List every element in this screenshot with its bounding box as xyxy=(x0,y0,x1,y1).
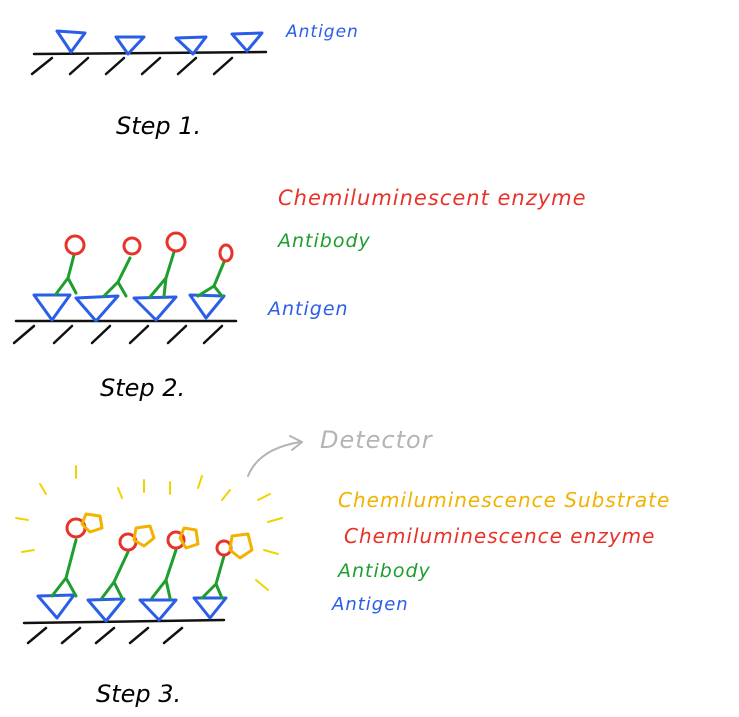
antigen xyxy=(132,295,178,322)
antigen xyxy=(138,598,178,622)
step3-substrate-label: Chemiluminescence Substrate xyxy=(338,488,671,512)
antigen xyxy=(174,35,208,56)
step2-label: Step 2. xyxy=(100,374,186,402)
step3-antigen-label: Antigen xyxy=(332,594,409,615)
antibody xyxy=(150,548,178,600)
antigen xyxy=(32,293,72,322)
step3-surface xyxy=(22,618,226,645)
step3-label: Step 3. xyxy=(96,680,182,708)
step2-enzymes xyxy=(64,231,234,263)
antigen xyxy=(86,597,126,623)
step2-antibodies xyxy=(54,250,226,299)
antibody xyxy=(102,256,132,298)
enzyme xyxy=(122,236,142,256)
step3-enzymes xyxy=(65,517,233,557)
step3-antigens xyxy=(36,593,228,623)
enzyme xyxy=(166,530,186,550)
step3-glow-rays xyxy=(15,465,283,591)
antigen xyxy=(36,593,76,620)
antigen xyxy=(230,31,264,53)
step3-substrates xyxy=(80,512,254,560)
enzyme xyxy=(64,234,86,256)
antibody xyxy=(54,253,78,296)
antibody xyxy=(148,250,176,299)
step2-antigens xyxy=(32,293,226,323)
antigen xyxy=(192,596,228,620)
step1-antigens xyxy=(55,29,264,56)
antibody xyxy=(196,260,226,298)
step2-surface xyxy=(12,319,238,345)
enzyme xyxy=(218,243,234,263)
antibody xyxy=(200,554,226,600)
detector-arrow xyxy=(247,435,303,477)
enzyme xyxy=(165,231,187,253)
step1-surface xyxy=(30,50,268,76)
antigen xyxy=(74,294,120,323)
antigen xyxy=(114,35,146,56)
step1-label: Step 1. xyxy=(116,112,202,140)
antigen xyxy=(55,29,87,54)
substrate xyxy=(228,532,254,560)
antibody xyxy=(50,538,78,598)
step3-enzyme-label: Chemiluminescence enzyme xyxy=(344,524,656,548)
substrate xyxy=(132,524,156,548)
step2-enzyme-label: Chemiluminescent enzyme xyxy=(278,186,587,210)
substrate xyxy=(178,526,200,550)
step2-antigen-label: Antigen xyxy=(268,298,349,320)
step1-antigen-label: Antigen xyxy=(286,22,359,42)
step2-antibody-label: Antibody xyxy=(278,230,371,252)
substrate xyxy=(80,512,104,534)
antigen xyxy=(188,293,226,320)
detector-label: Detector xyxy=(320,426,433,454)
antibody xyxy=(100,550,130,600)
step3-antibody-label: Antibody xyxy=(338,560,431,582)
step3-antibodies xyxy=(50,538,226,600)
